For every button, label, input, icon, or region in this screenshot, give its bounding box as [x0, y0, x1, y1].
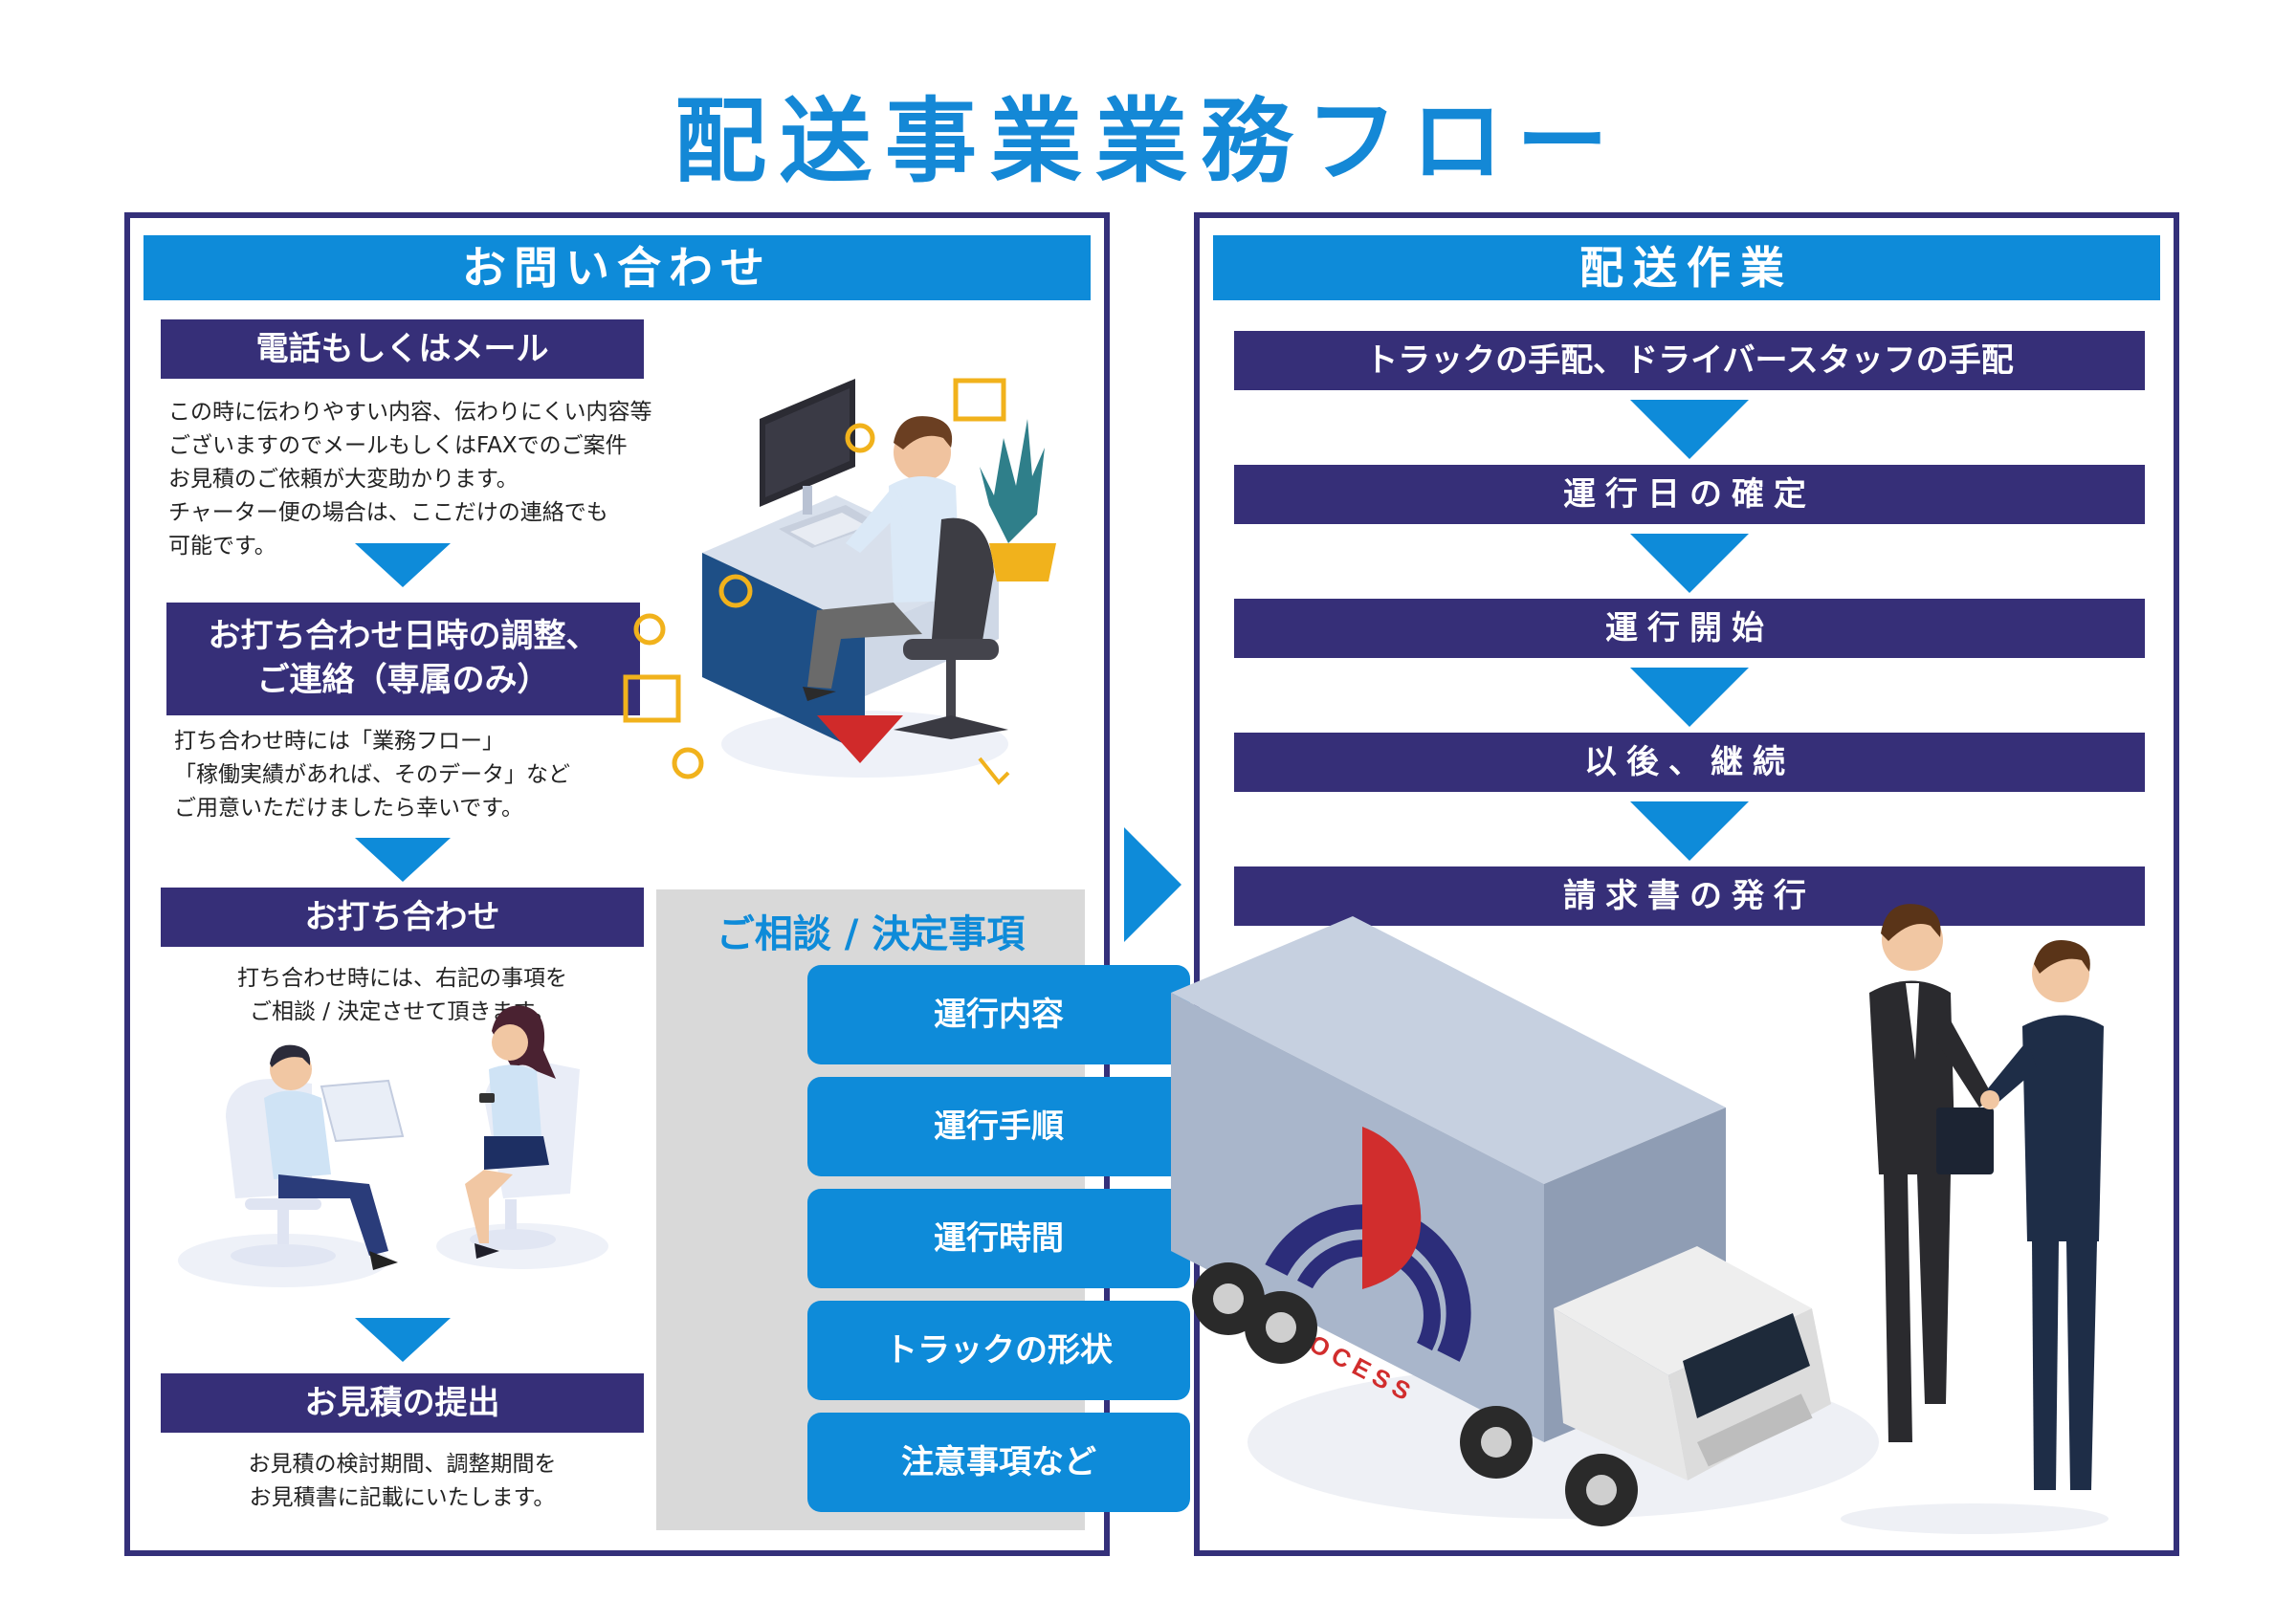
step-estimate-desc: お見積の検討期間、調整期間を お見積書に記載にいたします。 — [248, 1452, 557, 1510]
step-meeting-schedule-desc: 打ち合わせ時には「業務フロー」 「稼働実績があれば、そのデータ」など ご用意いた… — [174, 729, 570, 821]
flow-arrow-icon — [1630, 668, 1749, 727]
flow-arrow-icon — [1630, 801, 1749, 861]
inquiry-panel-header: お問い合わせ — [144, 235, 1091, 300]
consult-item: 注意事項など — [807, 1413, 1190, 1512]
wheel-icon — [1245, 1291, 1317, 1364]
consult-box-title: ご相談 / 決定事項 — [716, 912, 1026, 956]
delivery-step-start: 運行開始 — [1234, 599, 2145, 658]
step-meeting: お打ち合わせ — [161, 888, 644, 947]
step-meeting-schedule-line1: お打ち合わせ日時の調整、 — [208, 617, 599, 655]
meeting-illustration — [178, 1005, 608, 1287]
consult-item: 運行内容 — [807, 965, 1190, 1064]
consult-item: 運行時間 — [807, 1189, 1190, 1288]
step-meeting-schedule: お打ち合わせ日時の調整、 ご連絡（専属のみ） — [166, 603, 640, 715]
delivery-step-continue: 以後、継続 — [1234, 733, 2145, 792]
step-estimate: お見積の提出 — [161, 1373, 644, 1433]
page-title: 配送事業業務フロー — [674, 88, 1622, 195]
delivery-panel: 配送作業 トラックの手配、ドライバースタッフの手配 運行日の確定 運行開始 以後… — [1171, 212, 2179, 1556]
consult-item: トラックの形状 — [807, 1301, 1190, 1400]
flow-arrow-icon — [355, 1318, 451, 1362]
step-phone-or-mail-desc: この時に伝わりやすい内容、伝わりにくい内容等 ございますのでメールもしくはFAX… — [168, 400, 652, 559]
flow-arrow-icon — [355, 543, 451, 587]
delivery-step-arrange: トラックの手配、ドライバースタッフの手配 — [1234, 331, 2145, 390]
truck-illustration: PROCESS — [1171, 916, 1879, 1526]
delivery-step-invoice: 請求書の発行 — [1234, 866, 2145, 926]
office-worker-illustration — [623, 378, 1056, 785]
panel-transition-arrow-icon — [1124, 827, 1181, 942]
consult-item: 運行手順 — [807, 1077, 1190, 1176]
inquiry-panel: お問い合わせ 電話もしくはメール この時に伝わりやすい内容、伝わりにくい内容等 … — [124, 212, 1190, 1556]
delivery-panel-header: 配送作業 — [1213, 235, 2160, 300]
handshake-illustration — [1841, 904, 2108, 1534]
wheel-icon — [1460, 1406, 1533, 1479]
step-meeting-schedule-line2: ご連絡（専属のみ） — [256, 661, 550, 699]
flow-arrow-icon — [1630, 400, 1749, 459]
wheel-icon — [1565, 1454, 1638, 1526]
delivery-step-confirm-date: 運行日の確定 — [1234, 465, 2145, 524]
flow-arrow-icon — [1630, 534, 1749, 593]
flow-arrow-icon — [355, 838, 451, 882]
step-phone-or-mail: 電話もしくはメール — [161, 319, 644, 379]
